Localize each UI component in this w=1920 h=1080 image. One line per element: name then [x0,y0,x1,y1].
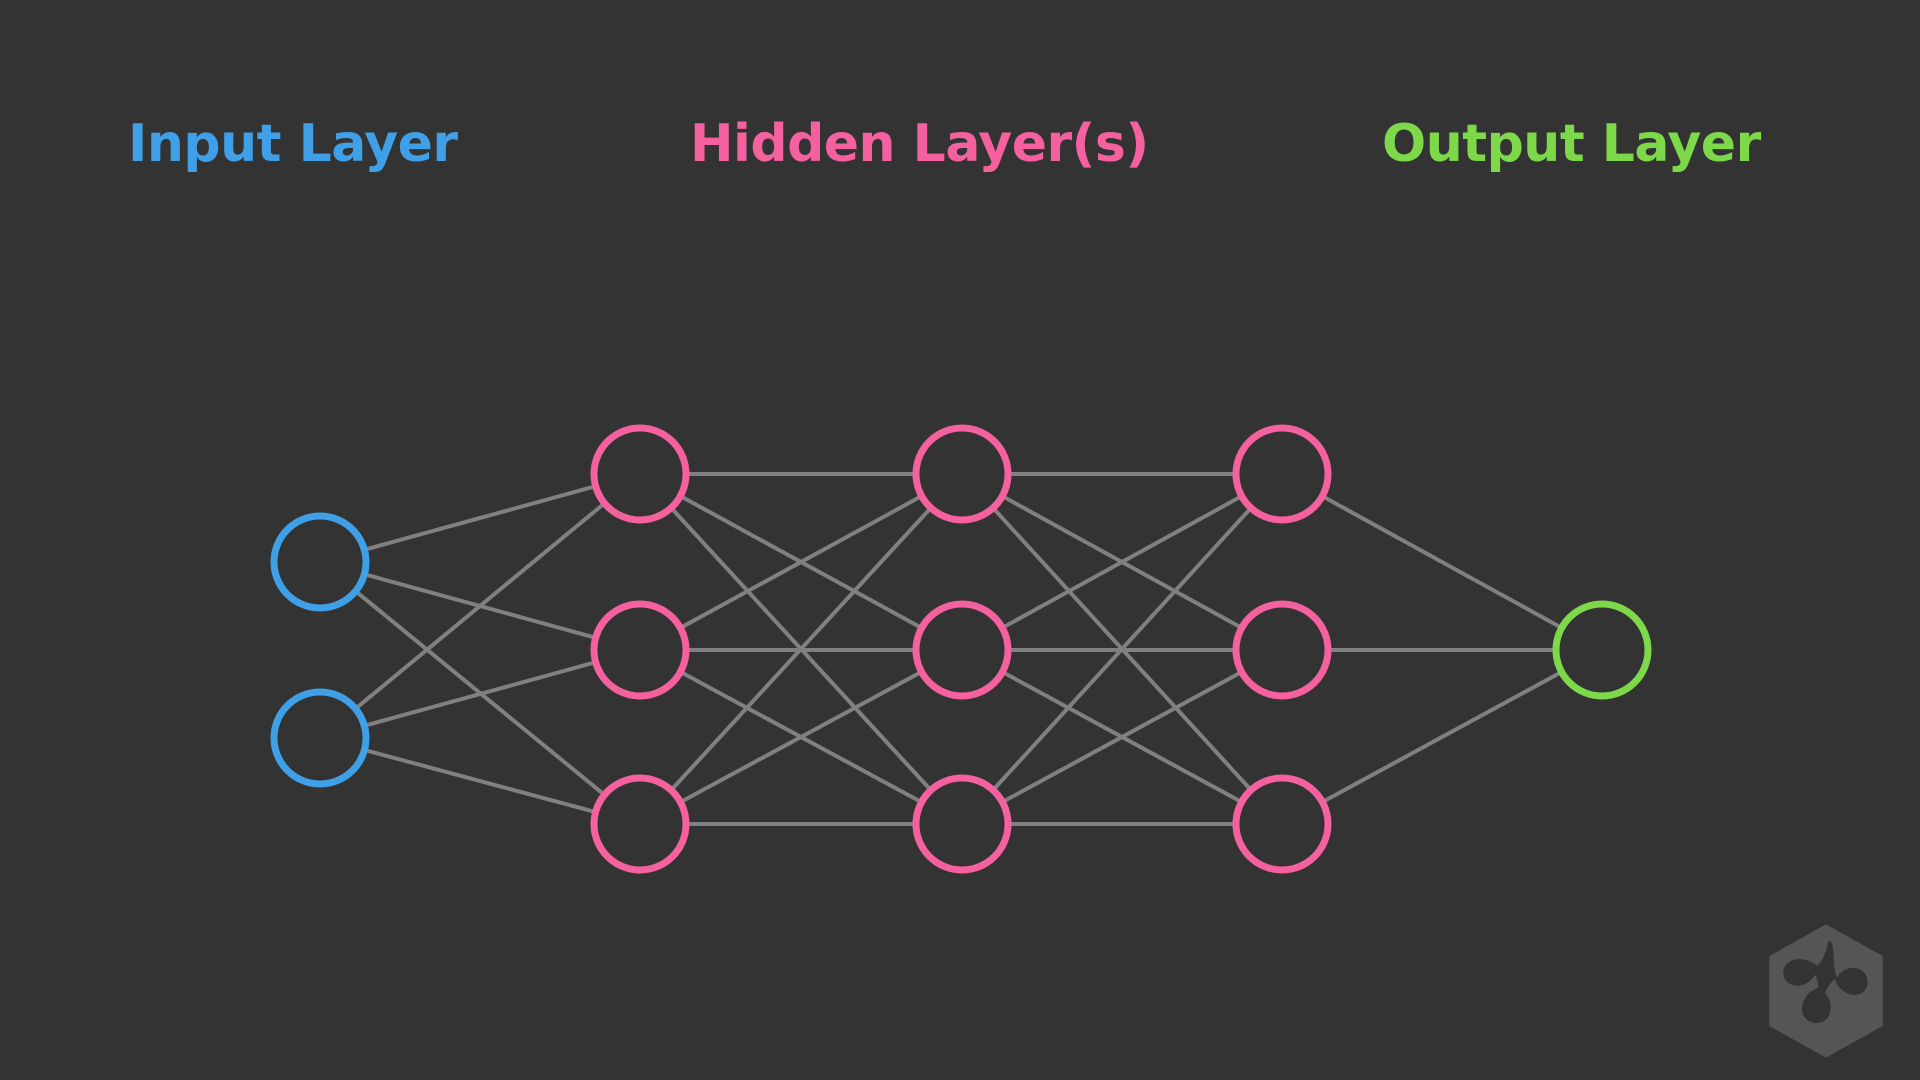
connection-line [362,660,598,728]
neuron-node-hidden-3-3[interactable] [1232,774,1332,874]
connection-line [353,501,607,711]
neuron-node-hidden-3-1[interactable] [1232,424,1332,524]
connection-line [1000,494,1244,630]
neuron-node-input-2[interactable] [270,688,370,788]
neuron-node-hidden-1-3[interactable] [590,774,690,874]
connection-line [362,747,598,815]
neuron-node-input-1[interactable] [270,512,370,612]
neuron-node-hidden-3-2[interactable] [1232,600,1332,700]
connection-line [669,505,933,793]
connection-line [1320,494,1564,630]
neuron-node-output-1[interactable] [1552,600,1652,700]
neuron-nodes-group [270,424,1652,874]
connection-line [678,494,924,630]
input-layer-label: Input Layer [128,114,458,174]
watermark-hexagon [1769,924,1883,1058]
neuron-node-hidden-2-1[interactable] [912,424,1012,524]
hidden-layer-label: Hidden Layer(s) [690,114,1149,174]
connection-line [678,669,924,805]
connection-line [1000,669,1244,805]
connection-line [362,484,598,552]
neuron-node-hidden-1-2[interactable] [590,600,690,700]
hexagon-tree-logo-icon [1769,924,1883,1058]
neuron-node-hidden-2-2[interactable] [912,600,1012,700]
neuron-node-hidden-2-3[interactable] [912,774,1012,874]
neuron-node-hidden-1-1[interactable] [590,424,690,524]
output-layer-label: Output Layer [1382,114,1761,174]
connection-line [1320,669,1564,805]
connection-lines-group [353,472,1564,826]
connection-line [991,505,1253,793]
watermark-tree-glyph [1783,940,1868,1024]
